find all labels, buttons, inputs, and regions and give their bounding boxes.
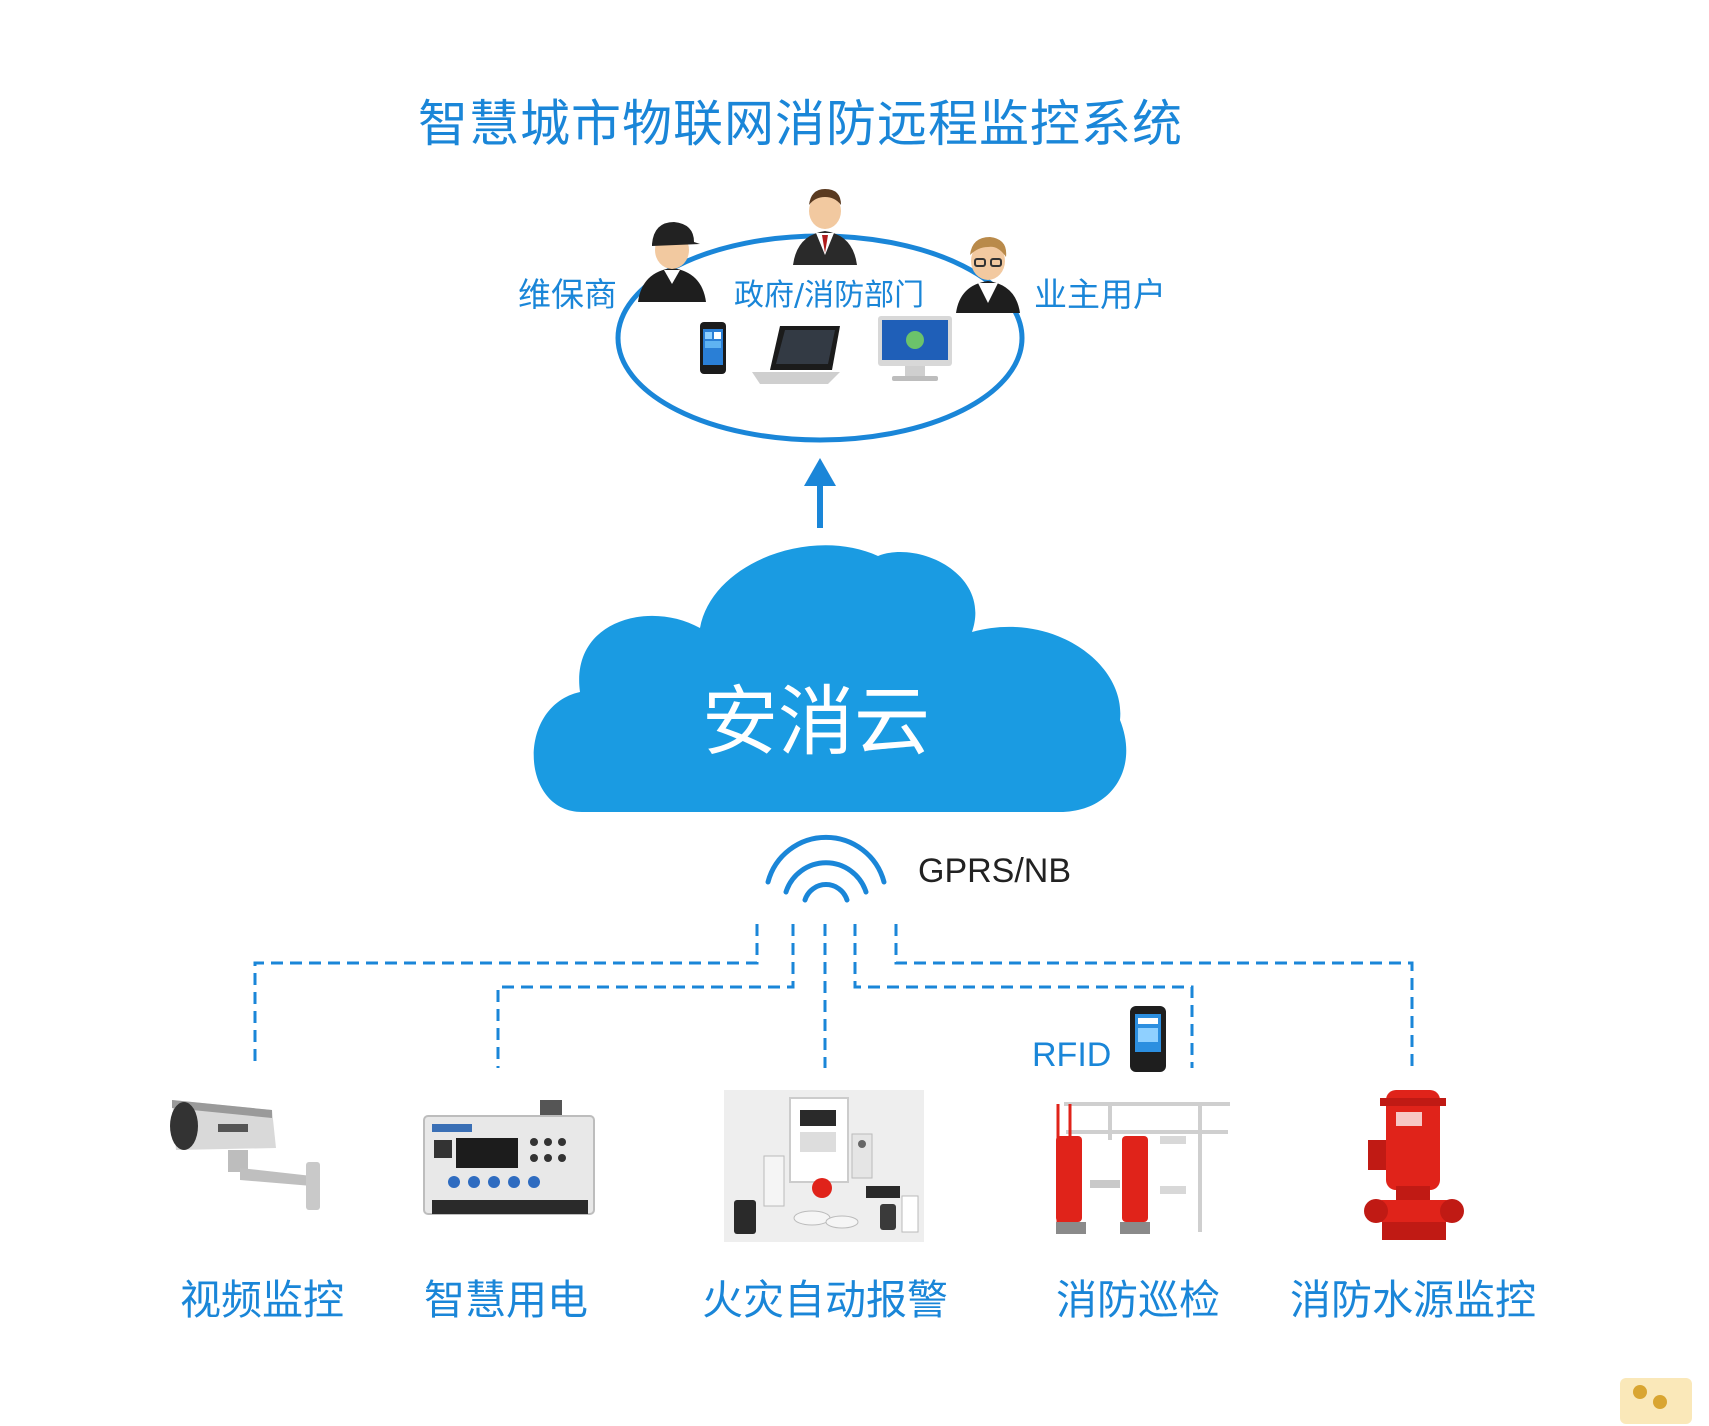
smartphone-icon xyxy=(700,322,726,374)
subsystem-label-video: 视频监控 xyxy=(180,1276,344,1324)
upward-arrow-icon xyxy=(804,458,836,528)
page-title: 智慧城市物联网消防远程监控系统 xyxy=(418,95,1183,153)
government-officer-avatar-icon xyxy=(793,189,857,265)
power-monitor-device-icon xyxy=(423,1100,595,1215)
role-label-maintainer: 维保商 xyxy=(518,275,617,314)
network-label: GPRS/NB xyxy=(918,852,1072,890)
subsystem-label-power: 智慧用电 xyxy=(424,1276,588,1324)
laptop-icon xyxy=(752,326,840,384)
cloud-label: 安消云 xyxy=(702,677,930,766)
wireless-signal-icon xyxy=(765,834,887,903)
pump-room-schematic-icon xyxy=(1056,1102,1230,1234)
cloud-shape xyxy=(533,545,1127,812)
owner-avatar-icon xyxy=(956,237,1020,313)
role-label-government: 政府/消防部门 xyxy=(734,278,925,313)
subsystem-label-fire-alarm: 火灾自动报警 xyxy=(702,1276,948,1324)
fire-water-pump-icon xyxy=(1364,1090,1464,1240)
cctv-camera-icon xyxy=(170,1100,320,1210)
dashed-connectors xyxy=(253,924,1414,1068)
maintainer-avatar-icon xyxy=(638,222,706,302)
fire-alarm-devices-icon xyxy=(724,1090,924,1242)
role-label-owner: 业主用户 xyxy=(1034,275,1166,314)
rfid-label: RFID xyxy=(1032,1036,1112,1074)
rfid-handheld-icon xyxy=(1130,1006,1166,1072)
subsystem-label-water-source: 消防水源监控 xyxy=(1290,1276,1536,1324)
brand-logo-icon xyxy=(1620,1378,1692,1424)
desktop-monitor-icon xyxy=(878,316,952,381)
subsystem-label-inspection: 消防巡检 xyxy=(1056,1276,1220,1324)
